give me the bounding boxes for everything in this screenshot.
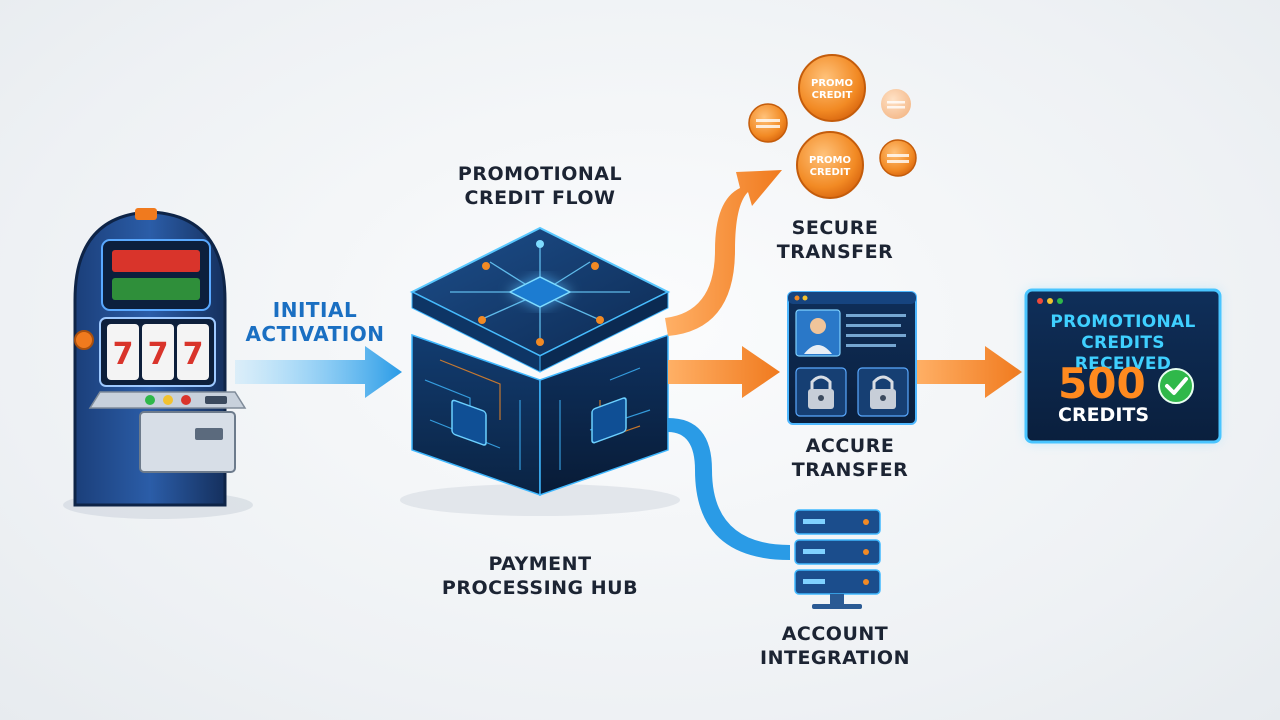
arrow-to-account-integration	[668, 418, 790, 560]
credits-received-title-line1: PROMOTIONAL	[1050, 312, 1196, 332]
coin-large-text-1: PROMO	[811, 78, 853, 89]
label-accure-transfer-line1: ACCURE	[805, 435, 895, 457]
label-promotional-credit-flow: PROMOTIONAL CREDIT FLOW	[440, 162, 640, 210]
reel-symbol-3: 7	[183, 337, 204, 372]
reel-symbol-1: 7	[113, 337, 134, 372]
label-initial-activation-line1: INITIAL	[272, 298, 358, 322]
arrow-to-secure-transfer	[665, 170, 782, 336]
label-account-integration-line1: ACCOUNT	[781, 623, 889, 645]
label-payment-processing-hub: PAYMENT PROCESSING HUB	[425, 552, 655, 600]
label-secure-transfer: SECURE TRANSFER	[760, 216, 910, 264]
credits-amount: 500	[1058, 359, 1146, 408]
label-account-integration-line2: INTEGRATION	[760, 647, 910, 669]
label-secure-transfer-line1: SECURE	[791, 217, 879, 239]
arrow-to-credits-received	[916, 346, 1022, 398]
label-payment-processing-hub-line1: PAYMENT	[488, 553, 592, 575]
label-promotional-credit-flow-line1: PROMOTIONAL	[457, 163, 623, 185]
coin-large-text-2: CREDIT	[812, 90, 853, 101]
credits-unit: CREDITS	[1058, 404, 1150, 426]
arrow-initial-activation	[235, 346, 402, 398]
arrow-to-accure-transfer	[668, 346, 780, 398]
promo-credit-coins: PROMO CREDIT PROMO CREDIT	[748, 54, 917, 199]
label-initial-activation: INITIAL ACTIVATION	[240, 298, 390, 346]
label-payment-processing-hub-line2: PROCESSING HUB	[441, 577, 639, 599]
check-icon	[1158, 368, 1194, 404]
label-initial-activation-line2: ACTIVATION	[245, 322, 385, 346]
server-icon	[794, 509, 881, 609]
accure-transfer-panel	[787, 291, 917, 425]
lock-icon-2	[872, 375, 894, 390]
credits-received-panel	[1024, 288, 1222, 444]
reel-symbol-2: 7	[148, 337, 169, 372]
coin-large-text-3: PROMO	[809, 155, 851, 166]
credits-received-title: PROMOTIONAL CREDITS RECEIVED	[1030, 312, 1216, 375]
label-accure-transfer-line2: TRANSFER	[791, 459, 909, 481]
lock-icon	[810, 375, 832, 390]
payment-processing-hub	[400, 226, 680, 516]
label-accure-transfer: ACCURE TRANSFER	[775, 434, 925, 482]
label-account-integration: ACCOUNT INTEGRATION	[745, 622, 925, 670]
label-promotional-credit-flow-line2: CREDIT FLOW	[464, 187, 616, 209]
credits-received-title-line2: CREDITS RECEIVED	[1074, 333, 1172, 374]
coin-large-text-4: CREDIT	[810, 167, 851, 178]
slot-machine: 7 7 7	[63, 208, 253, 519]
label-secure-transfer-line2: TRANSFER	[776, 241, 894, 263]
